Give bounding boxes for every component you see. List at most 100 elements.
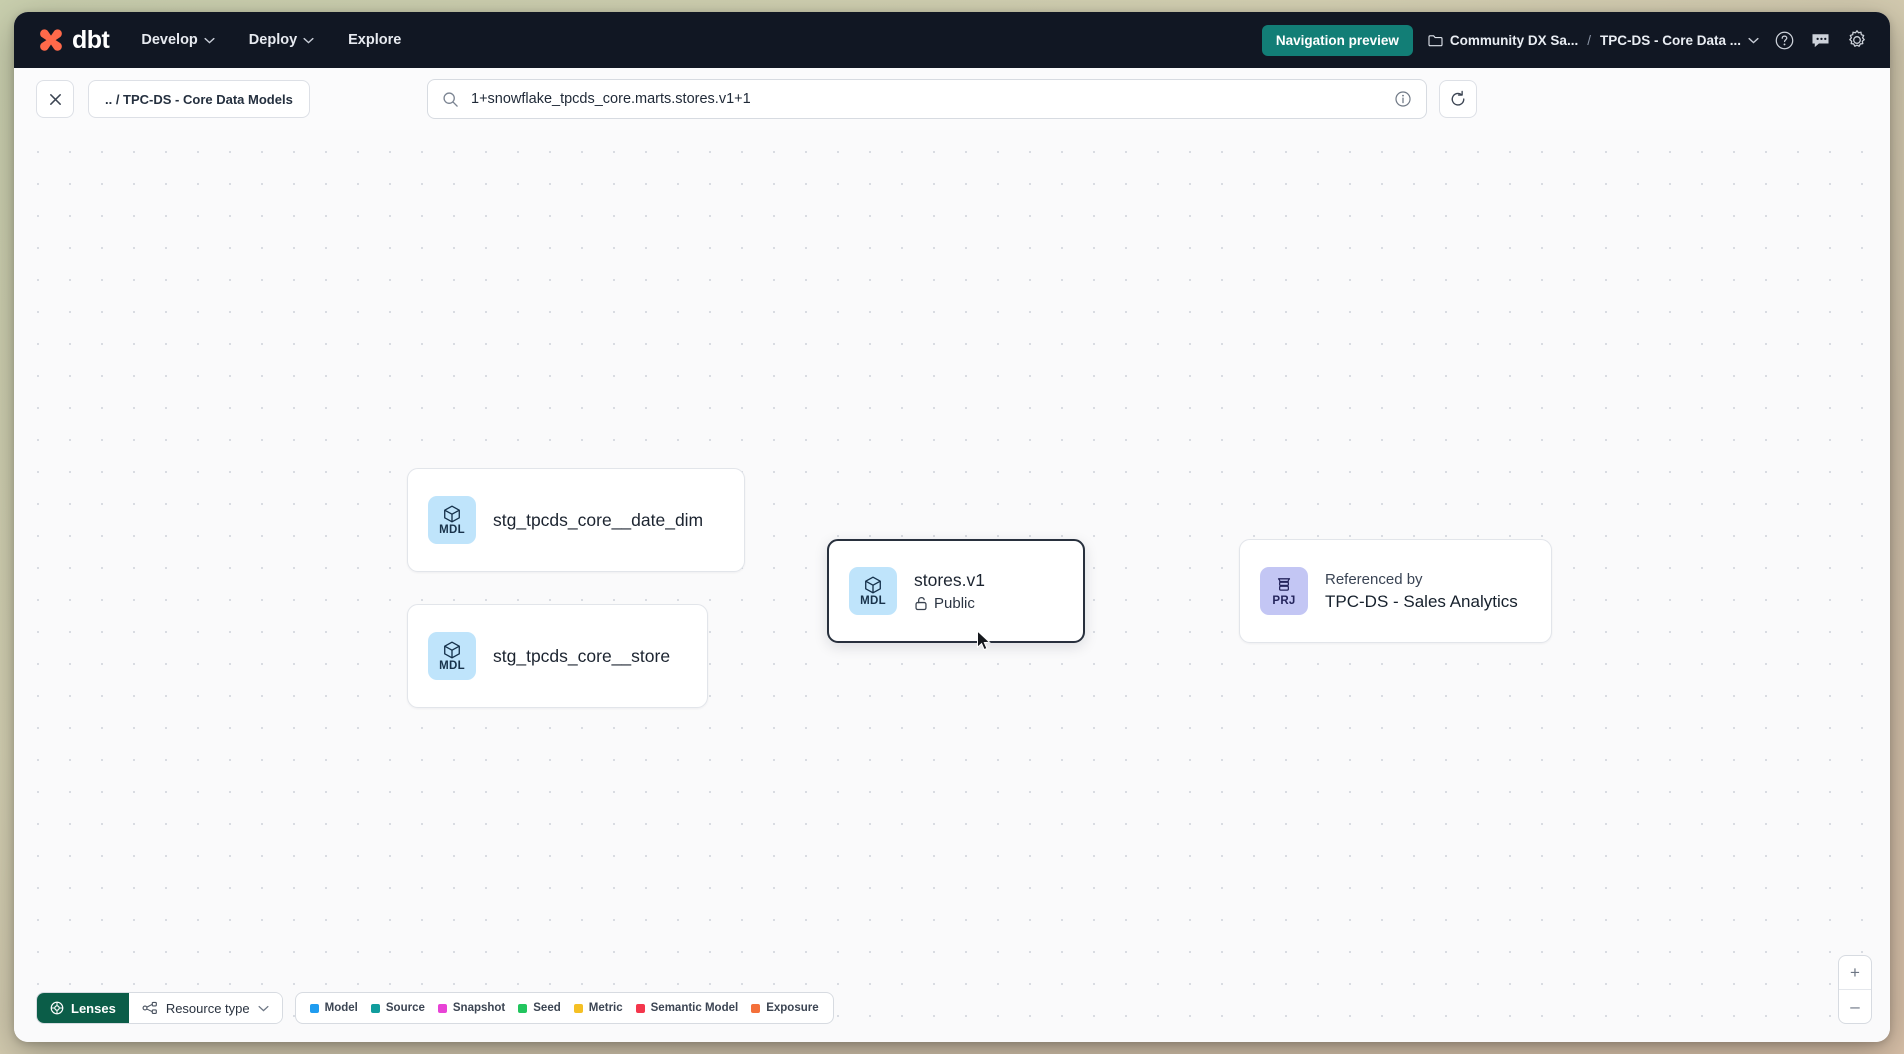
- badge-label: MDL: [860, 594, 886, 607]
- legend-swatch: [573, 1003, 583, 1013]
- dbt-x-logo-icon: [40, 29, 62, 51]
- legend-swatch: [635, 1003, 645, 1013]
- navigation-preview-button[interactable]: Navigation preview: [1261, 24, 1413, 56]
- legend-label: Metric: [588, 1002, 623, 1014]
- lineage-node-referenced-project[interactable]: PRJ Referenced by TPC-DS - Sales Analyti…: [1239, 539, 1552, 643]
- node-eyebrow: Referenced by: [1325, 570, 1423, 588]
- lens-icon: [50, 1001, 64, 1015]
- lenses-control-group: Lenses Resource type: [36, 992, 283, 1024]
- lineage-search-box[interactable]: [427, 79, 1427, 119]
- dbt-logo[interactable]: dbt: [38, 25, 110, 55]
- breadcrumb-pill[interactable]: .. / TPC-DS - Core Data Models: [88, 80, 310, 118]
- chevron-down-icon: [303, 37, 314, 44]
- feedback-icon[interactable]: [1810, 30, 1831, 51]
- legend-item-snapshot: Snapshot: [437, 1002, 506, 1014]
- lineage-node-stores-v1[interactable]: MDL stores.v1 Public: [827, 539, 1085, 643]
- breadcrumb-account-label: Community DX Sa...: [1449, 32, 1579, 48]
- legend-swatch: [309, 1003, 319, 1013]
- cube-icon: [444, 505, 460, 523]
- node-title: stg_tpcds_core__store: [493, 645, 671, 666]
- node-access-label: Public: [934, 595, 975, 612]
- legend-label: Exposure: [766, 1002, 819, 1014]
- layers-icon: [1277, 577, 1291, 591]
- refresh-button[interactable]: [1439, 80, 1477, 118]
- chevron-down-icon: [1748, 37, 1759, 44]
- badge-label: PRJ: [1272, 594, 1296, 607]
- node-text-group: Referenced by TPC-DS - Sales Analytics: [1325, 571, 1518, 612]
- resource-type-label: Resource type: [165, 1000, 250, 1016]
- help-icon[interactable]: [1774, 30, 1795, 51]
- zoom-out-button[interactable]: –: [1850, 996, 1860, 1016]
- nav-item-explore-label: Explore: [348, 32, 402, 48]
- lineage-edges: [14, 130, 314, 280]
- breadcrumb-separator: /: [1587, 32, 1591, 48]
- legend-label: Snapshot: [452, 1002, 506, 1014]
- nav-item-explore[interactable]: Explore: [346, 26, 403, 54]
- legend-label: Source: [385, 1002, 425, 1014]
- nav-item-deploy[interactable]: Deploy: [247, 26, 316, 54]
- nav-item-deploy-label: Deploy: [248, 32, 298, 48]
- model-badge: MDL: [428, 496, 476, 544]
- legend-item-exposure: Exposure: [751, 1002, 819, 1014]
- folder-icon: [1428, 34, 1443, 46]
- close-lineage-button[interactable]: [36, 80, 74, 118]
- lineage-bottom-bar: Lenses Resource type: [36, 992, 834, 1024]
- model-badge: MDL: [849, 567, 897, 615]
- breadcrumb-project[interactable]: TPC-DS - Core Data ...: [1600, 33, 1759, 48]
- breadcrumb-account[interactable]: Community DX Sa...: [1428, 33, 1578, 48]
- legend-label: Semantic Model: [650, 1002, 739, 1014]
- node-title: stg_tpcds_core__date_dim: [493, 509, 704, 530]
- node-text-group: stores.v1 Public: [914, 570, 985, 612]
- nav-right-group: Navigation preview Community DX Sa... / …: [1261, 24, 1868, 56]
- legend-item-source: Source: [370, 1002, 425, 1014]
- info-icon[interactable]: [1394, 90, 1412, 108]
- cube-icon: [865, 576, 881, 594]
- brand-text: dbt: [72, 25, 110, 54]
- legend-item-model: Model: [309, 1002, 358, 1014]
- legend-swatch: [437, 1003, 447, 1013]
- nav-item-develop[interactable]: Develop: [139, 26, 216, 54]
- badge-label: MDL: [439, 523, 465, 536]
- lineage-node-stg-store[interactable]: MDL stg_tpcds_core__store: [407, 604, 708, 708]
- lineage-toolbar: .. / TPC-DS - Core Data Models: [14, 68, 1890, 130]
- node-access: Public: [914, 595, 985, 612]
- badge-label: MDL: [439, 659, 465, 672]
- legend-item-seed: Seed: [518, 1002, 561, 1014]
- node-title: TPC-DS - Sales Analytics: [1325, 591, 1518, 611]
- zoom-divider: [1839, 989, 1871, 990]
- lenses-button[interactable]: Lenses: [37, 993, 129, 1023]
- legend-swatch: [518, 1003, 528, 1013]
- legend-swatch: [370, 1003, 380, 1013]
- browser-window: dbt Develop Deploy Explore Navigation pr…: [14, 12, 1890, 1042]
- graph-nodes-icon: [142, 1001, 157, 1014]
- chevron-down-icon: [258, 1005, 269, 1011]
- legend-swatch: [751, 1003, 761, 1013]
- legend-item-semantic-model: Semantic Model: [635, 1002, 739, 1014]
- primary-nav: Develop Deploy Explore: [139, 26, 403, 54]
- account-project-breadcrumb: Community DX Sa... / TPC-DS - Core Data …: [1428, 33, 1759, 48]
- close-icon: [49, 93, 61, 105]
- lineage-node-stg-date-dim[interactable]: MDL stg_tpcds_core__date_dim: [407, 468, 745, 572]
- settings-icon[interactable]: [1846, 29, 1868, 51]
- legend-item-metric: Metric: [573, 1002, 623, 1014]
- breadcrumb-project-label: TPC-DS - Core Data ...: [1599, 32, 1741, 48]
- project-badge: PRJ: [1260, 567, 1308, 615]
- nav-item-develop-label: Develop: [141, 32, 198, 48]
- resource-type-legend: Model Source Snapshot Seed: [294, 992, 834, 1024]
- chevron-down-icon: [204, 37, 215, 44]
- lineage-canvas[interactable]: MDL stg_tpcds_core__date_dim MDL stg_tpc…: [14, 130, 1890, 1042]
- node-title: stores.v1: [914, 570, 985, 590]
- legend-label: Model: [324, 1002, 358, 1014]
- unlock-icon: [915, 596, 927, 611]
- search-input[interactable]: [471, 91, 1382, 107]
- cube-icon: [444, 641, 460, 659]
- resource-type-dropdown[interactable]: Resource type: [128, 993, 282, 1023]
- zoom-controls: + –: [1838, 955, 1872, 1024]
- legend-label: Seed: [533, 1002, 561, 1014]
- search-icon: [443, 91, 458, 107]
- zoom-in-button[interactable]: +: [1850, 962, 1860, 982]
- refresh-icon: [1451, 90, 1465, 106]
- model-badge: MDL: [428, 632, 476, 680]
- lenses-label: Lenses: [71, 1000, 116, 1016]
